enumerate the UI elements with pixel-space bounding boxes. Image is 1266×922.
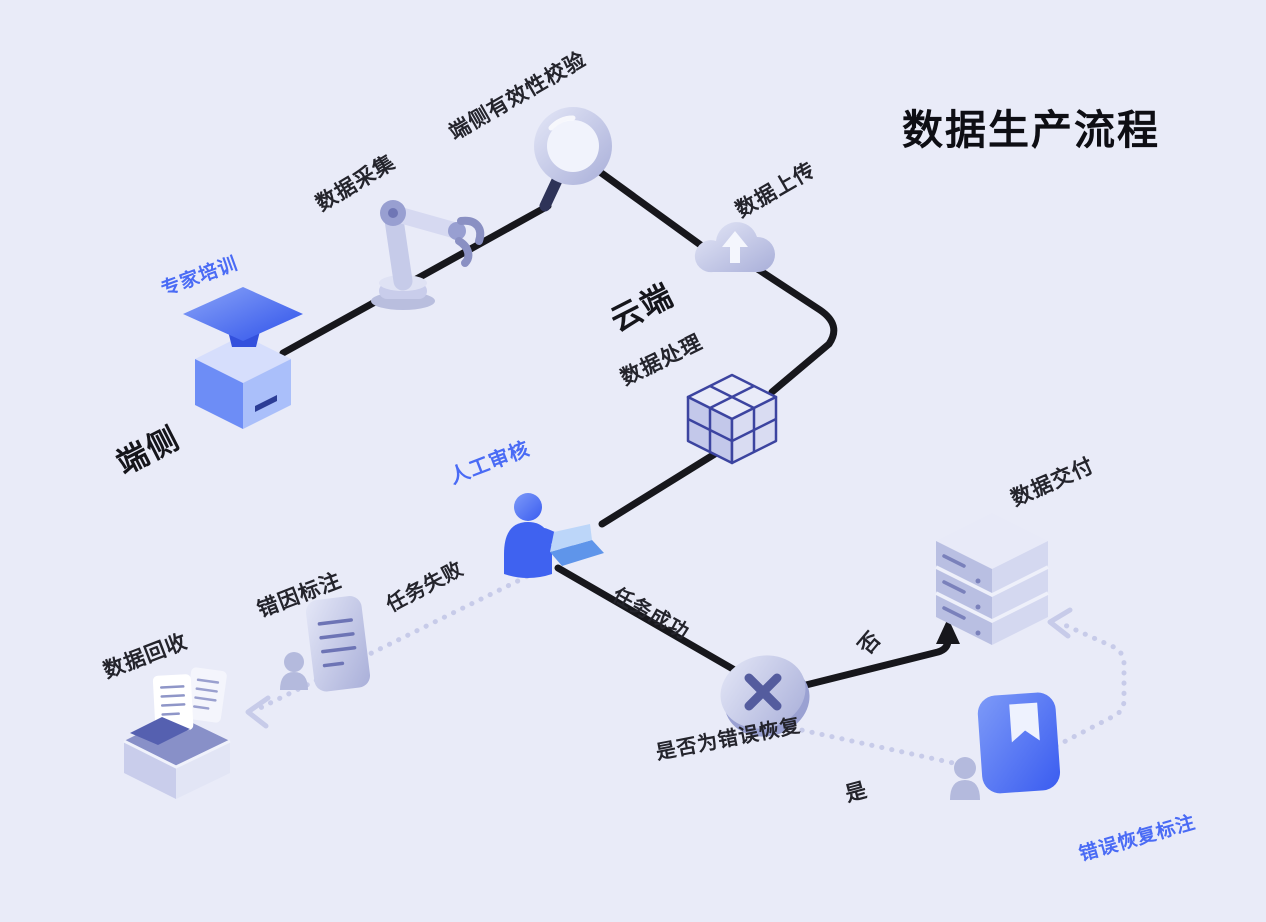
book-person-icon bbox=[950, 692, 1061, 800]
flow-segment-upload-to-processing bbox=[746, 260, 838, 396]
diagram-title: 数据生产流程 bbox=[902, 107, 1160, 153]
cloud-upload-icon bbox=[694, 222, 776, 273]
flow-dotted-task-fail bbox=[253, 569, 539, 713]
cube-blocks-icon bbox=[686, 373, 778, 465]
server-stack-icon bbox=[935, 513, 1049, 645]
flow-arrowhead-recycle bbox=[245, 695, 271, 729]
flow-dotted-recovery-to-delivery bbox=[1053, 619, 1127, 749]
flow-arrowhead-delivery bbox=[936, 618, 960, 644]
decision-x-icon bbox=[720, 655, 810, 737]
flow-segment-processing-to-review bbox=[598, 448, 722, 528]
magnifier-icon bbox=[534, 107, 612, 212]
flow-dotted-yes bbox=[789, 725, 961, 767]
flow-segment-check-to-upload bbox=[596, 168, 706, 250]
flow-arrowhead-delivery-side bbox=[1047, 607, 1073, 639]
graduation-cap-cube-icon bbox=[183, 287, 303, 429]
flow-segment-review-to-decision bbox=[554, 564, 749, 680]
robot-arm-icon bbox=[371, 200, 485, 310]
document-person-icon bbox=[280, 596, 371, 692]
person-laptop-icon bbox=[504, 493, 604, 578]
recycle-box-icon bbox=[123, 667, 231, 799]
